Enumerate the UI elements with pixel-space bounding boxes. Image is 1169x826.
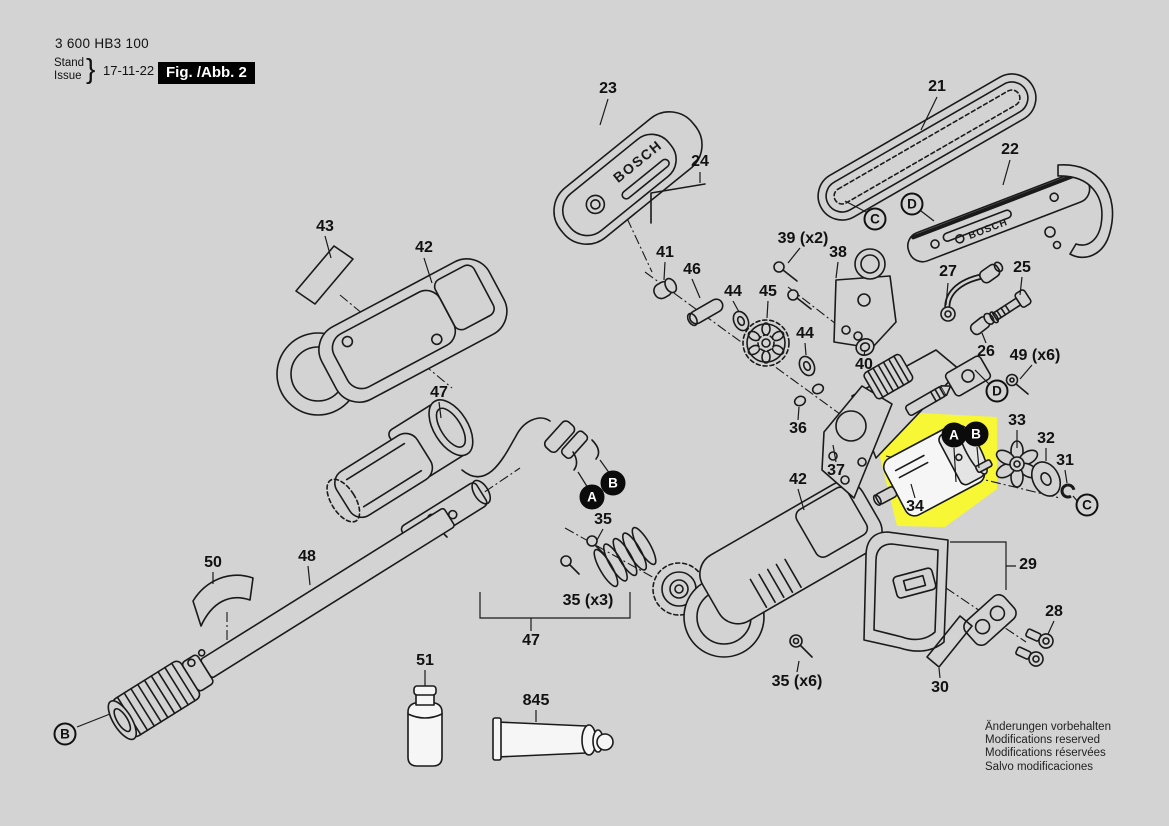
callout-45: 45: [759, 283, 777, 300]
callout-38: 38: [829, 244, 847, 261]
part-39-screws: [773, 261, 812, 310]
callout-28: 28: [1045, 603, 1063, 620]
stand-label: Stand: [54, 57, 85, 69]
callout-39x2: 39 (x2): [777, 230, 829, 247]
part-46-pin: [686, 298, 724, 327]
switch-wires: [461, 417, 600, 478]
part-49-screw: [1005, 373, 1029, 395]
callout-27: 27: [939, 263, 957, 280]
part-29-cover: [863, 531, 1017, 652]
callout-22: 22: [1001, 141, 1019, 158]
callout-43: 43: [316, 218, 334, 235]
part-40-nut: [855, 338, 875, 356]
notice-line-es: Salvo modificaciones: [985, 760, 1094, 773]
callout-35x6: 35 (x6): [771, 673, 823, 690]
document-part-number: 3 600 HB3 100: [55, 36, 149, 51]
part-26-fitting: [969, 312, 995, 336]
issue-label: Issue: [54, 70, 82, 82]
marker-B-tube: B: [53, 722, 77, 746]
callout-34: 34: [906, 498, 924, 515]
callout-49x6: 49 (x6): [1009, 347, 1061, 364]
callout-42a: 42: [415, 239, 433, 256]
part-36-rings: [793, 383, 825, 407]
callout-40: 40: [855, 356, 873, 373]
callout-32: 32: [1037, 430, 1055, 447]
part-51-oil-bottle: [407, 685, 443, 767]
notice-line-de: Änderungen vorbehalten: [985, 721, 1111, 733]
part-42-housing-left: [276, 258, 508, 416]
callout-24: 24: [691, 153, 709, 170]
modifications-notice: Änderungen vorbehalten Modifications res…: [985, 721, 1111, 774]
part-24-allen-key: [650, 183, 706, 224]
part-38-oil-pump: [833, 248, 897, 349]
stand-issue-brace: }: [86, 53, 96, 84]
marker-A-wire: A: [579, 484, 605, 510]
part-44-washer-a: [732, 310, 750, 332]
part-50-grip: [192, 574, 254, 627]
marker-D-bar: D: [900, 192, 924, 216]
callout-29: 29: [1019, 556, 1037, 573]
marker-C-clip: C: [1075, 493, 1099, 517]
part-32-washer: [1030, 461, 1062, 497]
callout-35x3: 35 (x3): [562, 592, 614, 609]
bar-tip-guard: [1057, 164, 1114, 259]
marker-D-mount: D: [985, 379, 1009, 403]
callout-47a: 47: [430, 384, 448, 401]
marker-B-motor: B: [963, 421, 989, 447]
part-22-guide-bar: BOSCH: [906, 164, 1114, 263]
callout-44b: 44: [796, 325, 814, 342]
callout-845: 845: [522, 692, 550, 709]
stand-issue-label: Stand Issue: [54, 57, 84, 83]
callout-35: 35: [594, 511, 612, 528]
marker-B-wire: B: [600, 470, 626, 496]
part-37-motor-mount: [821, 349, 992, 499]
part-43-label-sticker: [295, 245, 354, 305]
part-41-bushing: [653, 277, 678, 300]
callout-48: 48: [298, 548, 316, 565]
callout-33: 33: [1008, 412, 1026, 429]
part-31-clip: [1060, 483, 1076, 499]
callout-46: 46: [683, 261, 701, 278]
part-42-housing-right: [683, 480, 883, 658]
part-48-tube: [107, 507, 455, 741]
callout-26: 26: [977, 343, 995, 360]
marker-C-chain: C: [863, 207, 887, 231]
notice-line-en: Modifications reserved: [985, 734, 1101, 747]
callout-23: 23: [599, 80, 617, 97]
part-35x6-screw: [789, 634, 813, 658]
part-845-grease-tube: [492, 717, 614, 761]
callout-37: 37: [827, 462, 845, 479]
part-25-bolt: [989, 289, 1032, 324]
callout-51: 51: [416, 652, 434, 669]
part-30-pad: [926, 615, 973, 668]
part-28-screws: [1015, 628, 1054, 667]
callout-25: 25: [1013, 259, 1031, 276]
part-27-oil-hose: [940, 261, 1004, 322]
part-44-washer-b: [798, 355, 816, 377]
callout-36: 36: [789, 420, 807, 437]
part-47-gearbox-upper: [326, 399, 600, 550]
callout-47b: 47: [522, 632, 540, 649]
callout-41: 41: [656, 244, 674, 261]
issue-date: 17-11-22: [103, 63, 155, 78]
callout-21: 21: [928, 78, 946, 95]
callout-44a: 44: [724, 283, 742, 300]
part-21-chain: [817, 73, 1037, 221]
notice-line-fr: Modifications réservées: [985, 747, 1106, 760]
part-45-sprocket: [742, 319, 790, 367]
figure-badge: Fig. /Abb. 2: [158, 62, 255, 84]
callout-42b: 42: [789, 471, 807, 488]
callout-30: 30: [931, 679, 949, 696]
callout-31: 31: [1056, 452, 1074, 469]
callout-50: 50: [204, 554, 222, 571]
marker-A-motor: A: [941, 422, 967, 448]
part-23-chain-cover: BOSCH: [553, 111, 703, 245]
